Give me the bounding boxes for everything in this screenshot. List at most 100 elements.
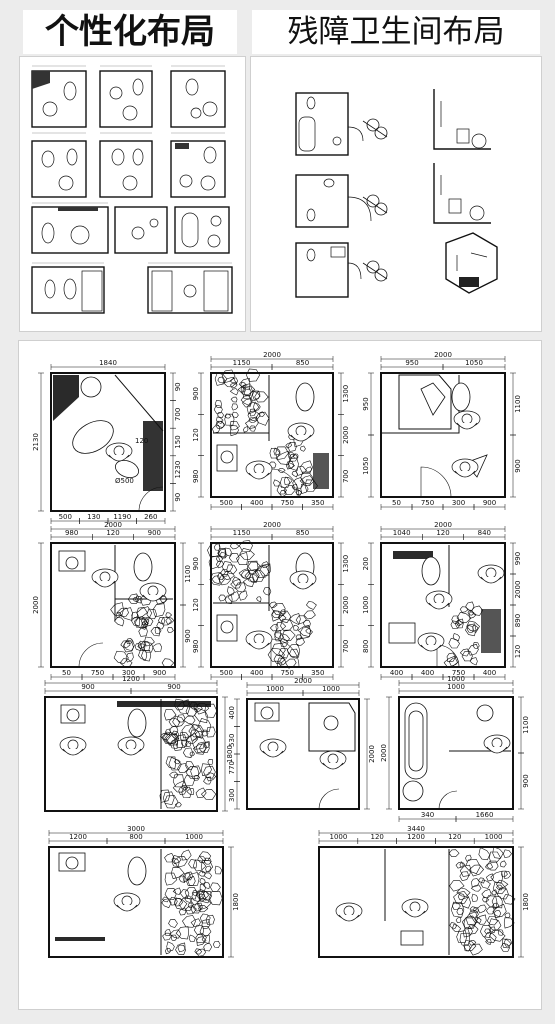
pebble-tile xyxy=(172,780,188,793)
plan-3-bottom-dim-0: 50 xyxy=(392,499,401,507)
plan-5-right-dim-0: 1300 xyxy=(342,555,350,573)
thumb-room-11 xyxy=(147,266,233,314)
plan-8-top-dim-0: 2000 xyxy=(294,677,312,685)
pebble-tile xyxy=(173,759,181,765)
pebble-tile xyxy=(305,628,312,634)
pebble-tile xyxy=(449,880,465,892)
pebble-tile xyxy=(165,728,171,736)
pebble-tile xyxy=(217,376,226,384)
pebble-tile xyxy=(165,756,177,770)
pebble-tile xyxy=(276,485,287,495)
plan-2-right-dim-1: 2000 xyxy=(342,426,350,444)
pebble-tile xyxy=(255,411,270,426)
plan-6-left-dim-2: 800 xyxy=(362,640,370,653)
pebble-tile xyxy=(288,457,299,471)
pebble-tile xyxy=(292,453,299,459)
pebble-tile xyxy=(161,731,177,745)
accessible-elevation-1 xyxy=(433,89,491,150)
plan-8-left-dim-2: 770 xyxy=(228,761,236,774)
plan-6-top-dim-1: 1040 xyxy=(393,529,411,537)
plan-6-top-dim-2: 120 xyxy=(436,529,449,537)
pebble-tile xyxy=(300,483,309,494)
pebble-tile xyxy=(259,563,271,577)
pebble-tile xyxy=(484,931,497,943)
pebble-tile xyxy=(496,888,509,900)
plan-5-right-dim-1: 2000 xyxy=(342,596,350,614)
pebble-tile xyxy=(229,388,239,396)
pebble-tile xyxy=(146,608,157,620)
pebble-tile xyxy=(248,574,259,583)
pebble-tile xyxy=(189,751,195,757)
plan-1-right-dim-4: 90 xyxy=(174,493,182,502)
pebble-tile xyxy=(492,846,504,859)
pebble-tile xyxy=(273,447,281,456)
pebble-tile xyxy=(240,395,253,406)
pebble-tile xyxy=(202,882,211,889)
plan-4-bottom-dim-1: 750 xyxy=(91,669,104,677)
plan-4-top-dim-3: 900 xyxy=(148,529,161,537)
accessible-fixtures xyxy=(298,96,488,287)
pebble-tile xyxy=(188,859,197,869)
plan-2-left-dim-1: 120 xyxy=(192,428,200,441)
plan-8-left-dim-0: 400 xyxy=(228,706,236,719)
pebble-tile xyxy=(249,425,256,432)
pebble-tile xyxy=(463,939,477,951)
pebble-tile xyxy=(244,568,260,582)
pebble-tile xyxy=(481,888,492,899)
pebble-tile xyxy=(448,849,460,857)
pebble-tile xyxy=(186,872,200,887)
pebble-tile xyxy=(159,789,171,803)
pebble-tile xyxy=(472,907,479,913)
pebble-tile xyxy=(496,884,503,891)
plan-7-top-dim-1: 900 xyxy=(81,683,94,691)
person-figure xyxy=(245,630,273,650)
accessible-rooms xyxy=(295,89,498,298)
pebble-tile xyxy=(256,596,262,603)
pebble-tile xyxy=(234,582,247,593)
plan-4-right-dim-0: 1100 xyxy=(184,565,192,583)
pebble-tile xyxy=(295,637,305,647)
plan-1-right-dim-2: 150 xyxy=(174,435,182,448)
pebble-tile xyxy=(468,643,479,656)
pebble-tile xyxy=(232,411,239,419)
pebble-tile xyxy=(143,641,154,653)
plan-6-left-dim-1: 1000 xyxy=(362,596,370,614)
pebble-tile xyxy=(486,860,499,871)
pebble-tile xyxy=(187,902,193,909)
plan-3-right-dim-1: 900 xyxy=(514,459,522,472)
plan-5-top-dim-2: 850 xyxy=(296,529,309,537)
pebble-tile xyxy=(163,709,177,721)
plan-10-right-dim-0: 1800 xyxy=(232,893,240,911)
pebble-tile xyxy=(213,543,221,551)
pebble-tile xyxy=(459,606,469,613)
pebble-tile xyxy=(461,915,477,930)
accessible-plans-drawing xyxy=(295,89,498,298)
plan-people xyxy=(59,410,511,922)
pebble-tile xyxy=(503,938,513,947)
pebble-tile xyxy=(492,903,507,918)
plan-2-top-dim-0: 2000 xyxy=(263,351,281,359)
pebble-tile xyxy=(276,661,283,668)
pebble-tile xyxy=(161,658,175,668)
plan-10-top-dim-2: 800 xyxy=(129,833,142,841)
plan-9-left-dim-0: 2000 xyxy=(380,744,388,762)
plan-1-right-dim-3: 1230 xyxy=(174,461,182,479)
pebble-tile xyxy=(289,648,299,659)
pebble-tile xyxy=(227,591,240,602)
pebble-tile xyxy=(188,724,205,738)
plan-8-left-dim-1: 530 xyxy=(228,734,236,747)
pebble-tile xyxy=(224,595,233,605)
pebble-tile xyxy=(448,656,459,667)
pebble-tile xyxy=(171,730,180,739)
pebble-tile xyxy=(254,391,269,403)
pebble-tile xyxy=(459,871,470,882)
plan-3-left-dim-1: 1050 xyxy=(362,457,370,475)
pebble-tile xyxy=(181,784,188,791)
plan-1-room xyxy=(50,372,166,512)
pebble-tile xyxy=(211,575,220,585)
pebble-tile xyxy=(275,446,289,460)
pebble-tile xyxy=(499,860,507,868)
pebble-tile xyxy=(199,877,206,885)
plan-10-top-dim-3: 1000 xyxy=(185,833,203,841)
